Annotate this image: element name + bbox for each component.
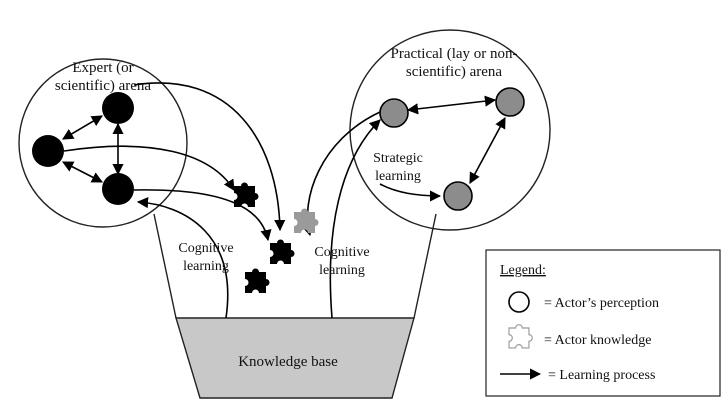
practical-arena: Practical (lay or non- scientific) arena… [349, 29, 551, 231]
expert-link-arrow [62, 115, 103, 140]
learning-process-arrow [301, 111, 381, 237]
funnel-right-wall [413, 213, 437, 319]
learning-process-arrow [63, 145, 235, 191]
puzzle-piece-icon [294, 208, 319, 233]
practical-link-arrow [469, 117, 506, 184]
puzzle-piece-icon [245, 268, 270, 293]
practical-arena-title-line1: Practical (lay or non- [390, 46, 517, 62]
practical-actor-node [443, 181, 473, 211]
practical-actor-node [495, 87, 525, 117]
cognitive-learning-arrow [329, 119, 381, 319]
expert-arena-title-line1: Expert (or [72, 60, 133, 76]
puzzle-piece-icon [270, 239, 295, 264]
cognitive-learning-left-label-line1: Cognitive [178, 241, 233, 256]
expert-arena: Expert (or scientific) arena [18, 58, 188, 228]
expert-arena-circle [18, 58, 188, 228]
legend-knowledge-label: = Actor knowledge [544, 333, 651, 348]
cognitive-learning-left-label-line2: learning [183, 259, 229, 274]
learning-process-arrow [133, 82, 286, 232]
knowledge-base-box [175, 317, 415, 399]
knowledge-base-label: Knowledge base [238, 354, 338, 370]
practical-arena-title-line2: scientific) arena [406, 64, 503, 80]
legend-perception-circle-icon [508, 291, 530, 313]
expert-actor-node [32, 135, 64, 167]
funnel-left-wall [153, 213, 177, 319]
expert-arena-title-line2: scientific) arena [55, 78, 152, 94]
cognitive-learning-right-label-line2: learning [319, 263, 365, 278]
strategic-learning-label-line2: learning [375, 169, 421, 184]
strategic-learning-arrow [379, 183, 442, 202]
expert-actor-node [102, 92, 134, 124]
funnel: Knowledge base [153, 213, 437, 399]
legend-title: Legend: [500, 263, 546, 278]
cognitive-learning-right-label-line1: Cognitive [314, 245, 369, 260]
cognitive-learning-arrow [136, 197, 229, 319]
legend-process-label: = Learning process [548, 368, 655, 383]
strategic-learning-label-line1: Strategic [373, 151, 423, 166]
practical-actor-node [379, 98, 409, 128]
expert-actor-node [102, 173, 134, 205]
legend: Legend: = Actor’s perception = Actor kno… [485, 249, 721, 397]
legend-box [485, 249, 721, 397]
puzzle-piece-icon [234, 182, 259, 207]
practical-link-arrow [406, 95, 497, 115]
expert-link-arrow [62, 161, 103, 183]
legend-perception-label: = Actor’s perception [544, 296, 659, 311]
